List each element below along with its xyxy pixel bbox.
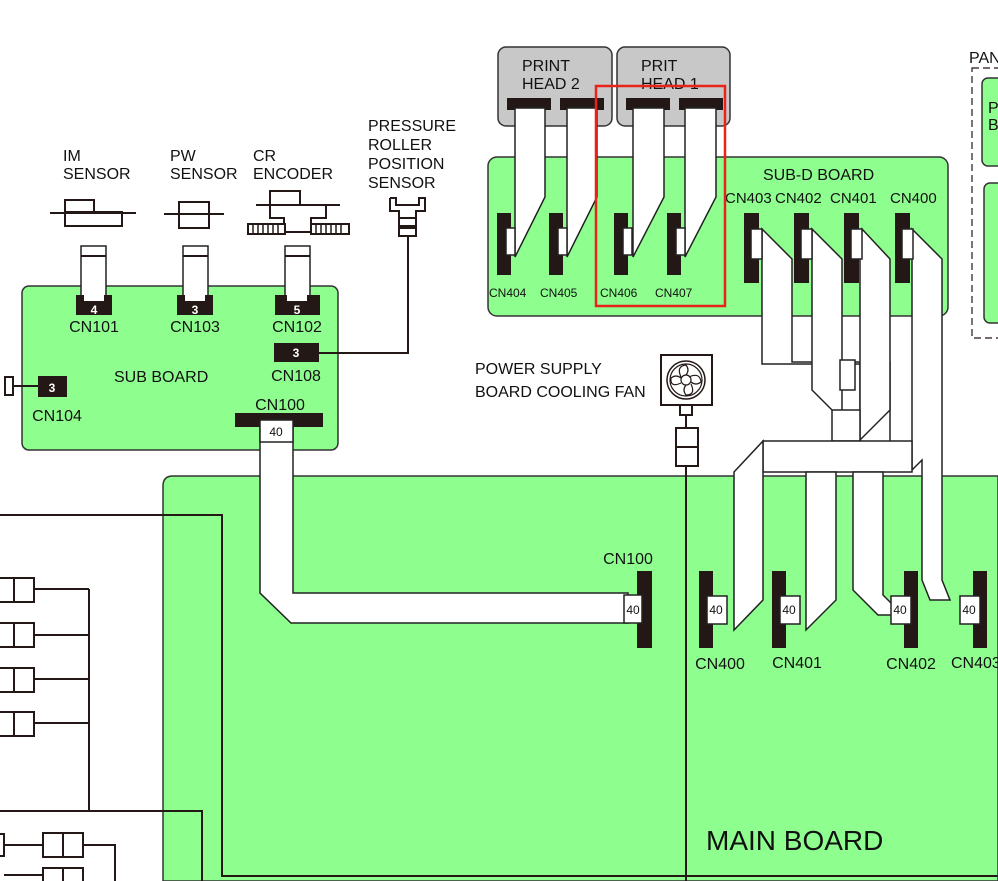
label-cn405: CN405: [540, 286, 578, 300]
svg-text:SENSOR: SENSOR: [368, 175, 436, 192]
cooling-fan-icon: [660, 354, 713, 467]
left-connector-group: [0, 577, 116, 881]
svg-text:SENSOR: SENSOR: [63, 166, 131, 183]
svg-text:HEAD 1: HEAD 1: [641, 76, 699, 93]
svg-text:40: 40: [269, 425, 283, 439]
panel-outline: [971, 67, 998, 339]
svg-text:CN401: CN401: [772, 655, 822, 672]
connector-cn102: 5 CN102: [272, 295, 322, 336]
panel-label: PAN: [969, 50, 998, 67]
svg-text:3: 3: [49, 381, 56, 395]
svg-text:40: 40: [893, 603, 907, 617]
connector-cn103: 3 CN103: [170, 295, 220, 336]
label-cn407: CN407: [655, 286, 693, 300]
svg-text:PRINT: PRINT: [522, 58, 570, 75]
pressure-sensor-label: PRESSURE: [368, 118, 456, 135]
fan-label: POWER SUPPLY: [475, 361, 602, 378]
cr-encoder-label: CR: [253, 148, 276, 165]
svg-text:P: P: [988, 100, 998, 117]
svg-text:B: B: [988, 117, 998, 134]
connector-cn101: 4 CN101: [69, 295, 119, 336]
label-subd-cn401: CN401: [830, 190, 877, 207]
svg-text:CN101: CN101: [69, 319, 119, 336]
svg-text:ENCODER: ENCODER: [253, 166, 333, 183]
svg-text:CN100: CN100: [255, 397, 305, 414]
label-cn406: CN406: [600, 286, 638, 300]
sub-board: [21, 285, 339, 451]
svg-text:BOARD COOLING FAN: BOARD COOLING FAN: [475, 384, 646, 401]
svg-text:CN100: CN100: [603, 551, 653, 568]
subd-main-ribbon-cables: [733, 213, 952, 632]
connector-main-cn401: 40 CN401: [772, 571, 822, 672]
im-sensor-icon: [50, 199, 136, 227]
svg-text:ROLLER: ROLLER: [368, 137, 432, 154]
connector-cn108: 3 CN108: [271, 343, 321, 385]
connector-cn104: 3 CN104: [4, 376, 82, 425]
svg-text:4: 4: [91, 303, 98, 317]
connector-main-cn402: 40 CN402: [886, 571, 936, 673]
svg-text:CN104: CN104: [32, 408, 82, 425]
svg-text:40: 40: [626, 603, 640, 617]
svg-text:PRIT: PRIT: [641, 58, 678, 75]
im-sensor-label: IM: [63, 148, 81, 165]
sub-d-board-label: SUB-D BOARD: [763, 167, 874, 184]
svg-text:CN402: CN402: [886, 656, 936, 673]
svg-text:40: 40: [709, 603, 723, 617]
sub-board-label: SUB BOARD: [114, 369, 208, 386]
svg-text:CN403: CN403: [951, 655, 998, 672]
svg-text:40: 40: [782, 603, 796, 617]
pw-sensor-label: PW: [170, 148, 197, 165]
svg-text:5: 5: [294, 303, 301, 317]
left-harness-wire-2: [0, 810, 203, 881]
svg-text:SENSOR: SENSOR: [170, 166, 238, 183]
highlight-box: [594, 84, 727, 308]
pressure-roller-sensor-icon: [389, 197, 426, 237]
connector-main-cn403: 40 CN403: [951, 571, 998, 672]
svg-text:HEAD 2: HEAD 2: [522, 76, 580, 93]
head-cables: [497, 98, 723, 275]
label-subd-cn402: CN402: [775, 190, 822, 207]
svg-text:CN102: CN102: [272, 319, 322, 336]
label-subd-cn403: CN403: [725, 190, 772, 207]
svg-text:CN103: CN103: [170, 319, 220, 336]
svg-text:3: 3: [293, 346, 300, 360]
label-cn404: CN404: [489, 286, 527, 300]
svg-text:CN400: CN400: [695, 656, 745, 673]
connector-main-cn400: 40 CN400: [695, 571, 745, 673]
pw-sensor-icon: [164, 201, 224, 229]
label-subd-cn400: CN400: [890, 190, 937, 207]
svg-text:40: 40: [962, 603, 976, 617]
main-board-label: MAIN BOARD: [706, 825, 883, 856]
svg-text:CN108: CN108: [271, 368, 321, 385]
left-harness-wire: [0, 514, 998, 877]
cr-encoder-icon: [247, 190, 350, 235]
svg-text:POSITION: POSITION: [368, 156, 444, 173]
svg-text:3: 3: [192, 303, 199, 317]
connector-main-cn100: CN100 40: [603, 551, 653, 648]
pressure-sensor-wire: [319, 236, 409, 354]
main-board: [162, 475, 998, 881]
